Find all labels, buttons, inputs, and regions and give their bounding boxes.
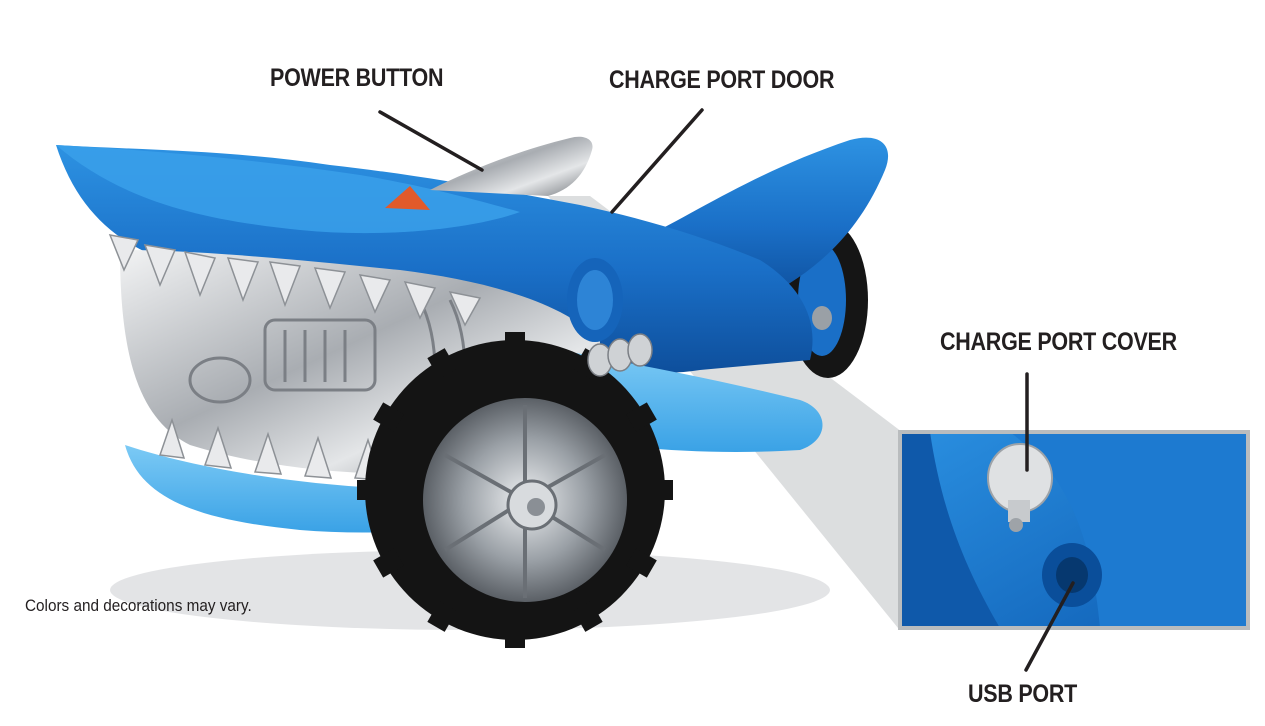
usb-port-socket [1042,543,1102,607]
eye [385,186,430,210]
zoom-inset [898,430,1250,630]
leader-usb-port [1024,581,1075,672]
charge-port-cover-part [987,443,1053,532]
leader-lines [378,108,1075,672]
power-button-label: POWER BUTTON [270,64,444,92]
front-wheel [357,332,673,648]
charge-port-door-label: CHARGE PORT DOOR [609,66,835,94]
side-port-cap [567,258,623,342]
disclaimer-text: Colors and decorations may vary. [25,596,252,615]
charge-port-cover-label: CHARGE PORT COVER [940,328,1177,356]
leader-power-button [378,110,484,172]
rear-suspension [587,333,653,377]
dorsal-fin [430,136,593,196]
head-top [56,145,520,234]
leader-charge-port-door [610,108,704,214]
usb-port-label: USB PORT [968,680,1078,708]
upper-teeth [108,234,482,327]
